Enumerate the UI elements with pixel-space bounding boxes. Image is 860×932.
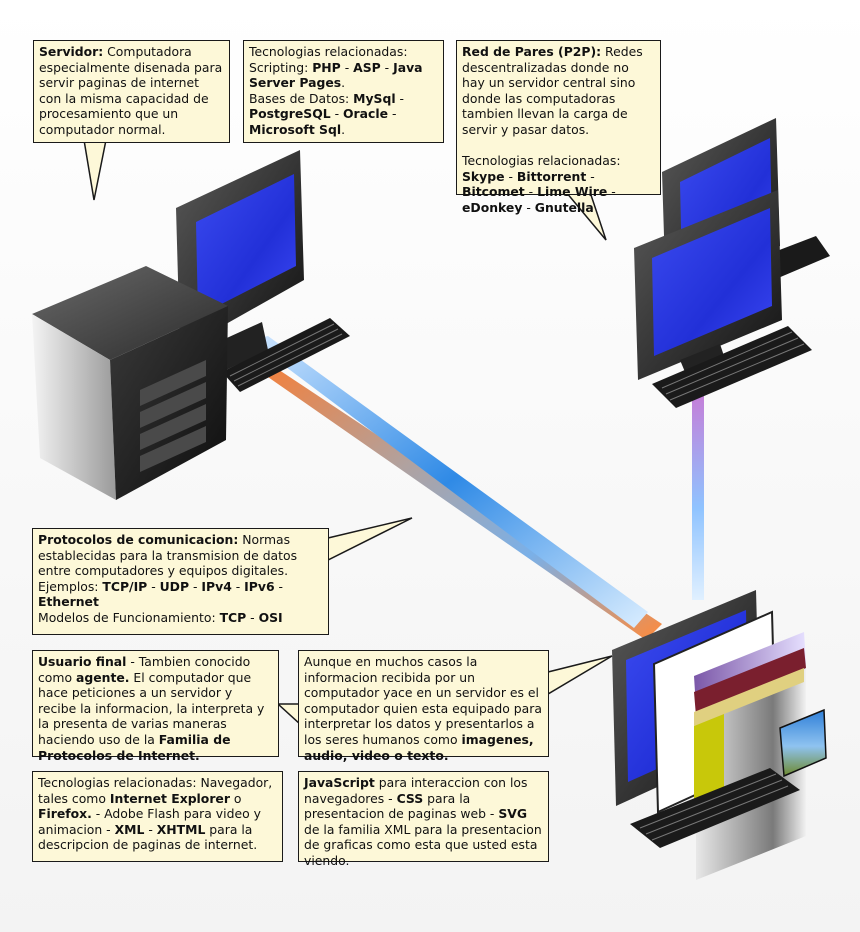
callout-text: - (147, 578, 160, 594)
callout-text: XHTML (156, 821, 206, 837)
callout-text: Ethernet (38, 594, 99, 610)
callout-text: Aunque en muchos casos la informacion re… (304, 654, 542, 747)
callout-text: Red de Pares (P2P): (462, 44, 602, 59)
callout-text: - (522, 199, 535, 215)
callout-tails (83, 139, 613, 726)
callout-text: Java Server Pages (249, 59, 423, 91)
callout-text: ASP (353, 59, 381, 75)
callout-text: - Adobe Flash para video y animacion - (38, 806, 261, 837)
callout-text: - (504, 168, 517, 184)
callout-text: CSS (396, 790, 424, 806)
callout-text: Oracle (343, 106, 389, 122)
callout-text: Redes descentralizadas donde no hay un s… (462, 44, 643, 169)
callout-text: Skype (462, 168, 505, 184)
callout-text: Tecnologias relacionadas: Navegador, tal… (38, 775, 273, 806)
callout-text: UDP (159, 578, 190, 594)
callout-text: - (607, 184, 616, 200)
callout-text: Gnutella (534, 199, 594, 215)
callout-text: Modelos de Funcionamiento: (38, 609, 216, 625)
callout-text: Computadora especialmente disenada para … (39, 44, 223, 137)
callout-text: IPv4 (201, 578, 232, 594)
callout-text: MySql (353, 90, 396, 106)
callout-text: - (246, 609, 259, 625)
callout-text: Lime Wire (537, 184, 608, 200)
link-blue (250, 336, 648, 628)
callout-text: - (144, 821, 157, 837)
callout-text: Normas establecidas para la transmision … (38, 532, 298, 594)
callout-text: - (524, 184, 538, 200)
callout-text: TCP (219, 609, 247, 625)
callout-tecnologias-servidor: Tecnologias relacionadas: Scripting: PHP… (243, 40, 444, 143)
callout-text: Bitcomet (462, 184, 525, 200)
callout-text: - (340, 59, 354, 75)
callout-text: - (330, 106, 343, 122)
callout-text: Protocolos de comunicacion: (38, 532, 239, 547)
callout-text: XML (114, 821, 145, 837)
callout-text: TCP/IP (102, 578, 148, 594)
callout-text: Servidor: (39, 44, 104, 59)
callout-text: Tecnologias relacionadas: Scripting: (249, 44, 408, 75)
callout-text: imagenes, audio, video o texto. (304, 731, 534, 763)
callout-text: Usuario final (38, 654, 127, 669)
callout-protocolos: Protocolos de comunicacion: Normas estab… (32, 528, 329, 635)
callout-text: - Tambien conocido como (38, 654, 251, 685)
callout-javascript: JavaScript para interaccion con los nave… (298, 771, 549, 868)
callout-text: Bittorrent (516, 168, 587, 184)
callout-text: Internet Explorer (109, 790, 230, 806)
callout-text: PostgreSQL (249, 106, 331, 122)
callout-tecnologias-cliente: Tecnologias relacionadas: Navegador, tal… (32, 771, 283, 862)
connection-links (232, 336, 704, 640)
callout-text: - (388, 106, 397, 122)
callout-usuario-final: Usuario final - Tambien conocido como ag… (32, 650, 279, 763)
client-computer (612, 590, 827, 880)
callout-text: - (380, 59, 394, 75)
callout-text: . Bases de Datos: (249, 75, 350, 106)
callout-p2p: Red de Pares (P2P): Redes descentralizad… (456, 40, 661, 215)
callout-text: Microsoft Sql (249, 121, 342, 137)
callout-text: o (229, 790, 242, 806)
callout-text: para la descripcion de paginas de intern… (38, 821, 258, 853)
callout-interpretacion: Aunque en muchos casos la informacion re… (298, 650, 549, 763)
callout-servidor: Servidor: Computadora especialmente dise… (33, 40, 230, 143)
callout-text: para la presentacion de paginas web - (304, 790, 499, 822)
callout-text: de la familia XML para la presentacion d… (304, 821, 542, 868)
callout-text: - (586, 168, 595, 184)
link-pink (692, 370, 704, 600)
server-tower (32, 266, 228, 500)
callout-text: OSI (258, 609, 283, 625)
callout-text: SVG (498, 806, 528, 822)
callout-text: agente. (75, 669, 130, 685)
callout-text: El computador que hace peticiones a un s… (38, 669, 265, 747)
callout-text: - (189, 578, 202, 594)
callout-text: eDonkey (462, 199, 523, 215)
callout-text: - (231, 578, 245, 594)
callout-text: PHP (312, 59, 341, 75)
callout-text: - (395, 90, 405, 106)
callout-text: Firefox. (38, 806, 92, 822)
callout-text: IPv6 (244, 578, 275, 594)
p2p-computers (634, 118, 830, 408)
callout-text: . (341, 121, 346, 137)
callout-text: JavaScript (304, 775, 375, 790)
callout-text: - (274, 578, 283, 594)
callout-text: Familia de Protocolos de Internet. (38, 731, 231, 763)
callout-text: para interaccion con los navegadores - (304, 775, 528, 806)
